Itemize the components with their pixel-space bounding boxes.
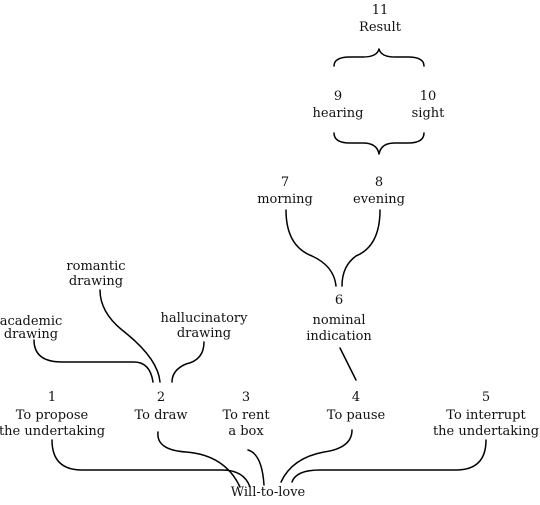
node-7-number: 7: [281, 175, 289, 190]
edge-n2-hallucinatory: [171, 341, 205, 383]
node-11-label: Result: [359, 20, 402, 35]
node-root: Will-to-love: [231, 485, 306, 500]
academic-line2: drawing: [4, 327, 58, 342]
hallucinatory-line1: hallucinatory: [161, 311, 249, 326]
node-11-number: 11: [372, 3, 389, 18]
node-10-label: sight: [412, 106, 446, 121]
edge-n4-n6: [339, 347, 357, 381]
node-6-line1: nominal: [313, 313, 366, 328]
node-3-line1: To rent: [222, 408, 270, 423]
edge-root-n2: [157, 431, 241, 488]
node-2: 2 To draw: [134, 390, 187, 423]
romantic-line2: drawing: [69, 274, 123, 289]
node-4-number: 4: [352, 390, 360, 405]
node-romantic-drawing: romantic drawing: [66, 259, 125, 289]
node-11: 11 Result: [359, 3, 402, 35]
node-8-label: evening: [353, 192, 405, 207]
node-4: 4 To pause: [327, 390, 386, 423]
edge-n6-n8: [341, 209, 381, 287]
edge-n2-romantic: [99, 289, 161, 383]
node-9-label: hearing: [313, 106, 364, 121]
hallucinatory-line2: drawing: [177, 326, 231, 341]
brace-result: [333, 48, 425, 67]
node-hallucinatory-drawing: hallucinatory drawing: [161, 311, 249, 341]
edge-n6-n7: [285, 209, 337, 287]
node-1-line2: the undertaking: [0, 424, 105, 439]
node-10-number: 10: [420, 89, 437, 104]
brace-hearing-sight: [333, 132, 425, 155]
node-3: 3 To rent a box: [222, 390, 270, 439]
node-7-label: morning: [257, 192, 313, 207]
connectors: [33, 48, 487, 488]
root-label: Will-to-love: [231, 485, 306, 500]
node-2-number: 2: [157, 390, 165, 405]
node-1: 1 To propose the undertaking: [0, 390, 105, 439]
edge-n2-academic: [33, 339, 154, 383]
node-8: 8 evening: [353, 175, 405, 207]
node-1-number: 1: [48, 390, 56, 405]
node-2-line1: To draw: [134, 408, 187, 423]
edge-root-n5: [291, 439, 487, 483]
edge-root-n1: [51, 439, 251, 488]
academic-line1: academic: [0, 314, 62, 329]
node-7: 7 morning: [257, 175, 313, 207]
node-1-line1: To propose: [16, 408, 89, 423]
node-6-line2: indication: [306, 329, 372, 344]
node-9: 9 hearing: [313, 89, 364, 121]
node-5-number: 5: [482, 390, 490, 405]
node-6-number: 6: [335, 293, 343, 308]
node-4-line1: To pause: [327, 408, 386, 423]
node-10: 10 sight: [412, 89, 446, 121]
node-5-line2: the undertaking: [433, 424, 539, 439]
node-3-line2: a box: [228, 424, 264, 439]
edge-root-n4: [280, 429, 353, 483]
node-academic-drawing: academic drawing: [0, 314, 62, 342]
node-6: 6 nominal indication: [306, 293, 372, 344]
node-8-number: 8: [375, 175, 383, 190]
node-9-number: 9: [334, 89, 342, 104]
node-5: 5 To interrupt the undertaking: [433, 390, 539, 439]
edge-root-n3: [247, 449, 265, 486]
node-3-number: 3: [242, 390, 250, 405]
romantic-line1: romantic: [66, 259, 125, 274]
node-5-line1: To interrupt: [446, 408, 526, 423]
